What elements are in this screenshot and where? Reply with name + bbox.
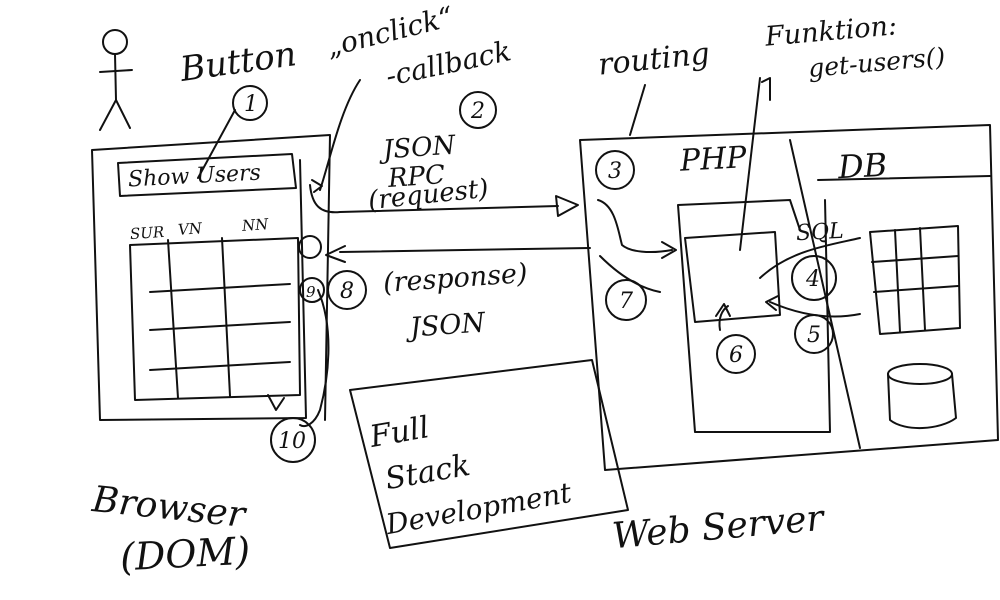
dom-label: (DOM) — [118, 528, 252, 580]
callback-loop-line — [299, 289, 330, 428]
callback-pointer-line — [319, 79, 361, 191]
step-7-number: 7 — [619, 289, 633, 314]
step-2-circle — [459, 91, 497, 129]
step-9-number: 9 — [306, 283, 316, 301]
step-1-number: 1 — [244, 92, 258, 117]
step-10-circle — [270, 417, 316, 463]
response-arrow — [339, 247, 591, 253]
db-label: DB — [837, 145, 889, 187]
db-table — [869, 225, 961, 335]
step-6-circle — [716, 334, 756, 374]
browser-window — [91, 134, 331, 421]
get-users-function-box — [684, 231, 781, 323]
step-8-number: 8 — [340, 279, 354, 304]
table-col-nn: NN — [241, 215, 269, 235]
table-col-sur: SUR — [129, 222, 165, 244]
request-arrow — [309, 184, 559, 214]
db-box — [817, 175, 991, 181]
step-markers — [232, 85, 837, 463]
routing-to-php-arrow — [597, 199, 673, 254]
step-5-circle — [794, 314, 834, 354]
step-4-number: 4 — [805, 267, 820, 292]
response-line2: JSON — [409, 307, 487, 344]
step-5-number: 5 — [807, 323, 821, 348]
db-cylinder — [887, 363, 957, 430]
step-3-circle — [595, 150, 635, 190]
button-pointer-line — [197, 109, 236, 179]
response-origin-circle — [298, 235, 322, 259]
sql-label: SQL — [795, 218, 845, 247]
step-numbers: 1 2 3 4 5 6 7 8 9 10 — [244, 92, 821, 454]
table-col-vn: VN — [177, 219, 203, 239]
user-stick-figure — [99, 29, 133, 131]
sql-query-arrow — [759, 237, 861, 279]
step-4-circle — [791, 255, 837, 301]
json-rpc-line1: JSON — [382, 130, 457, 166]
step-9-circle — [299, 277, 325, 303]
fullstack-box — [349, 359, 629, 549]
step-2-number: 2 — [470, 99, 485, 124]
step-6-number: 6 — [729, 343, 743, 368]
function-pointer-line — [739, 77, 761, 251]
step-3-number: 3 — [608, 159, 622, 184]
show-users-button-outline — [117, 153, 297, 197]
step-1-circle — [232, 85, 268, 121]
step-7-circle — [605, 279, 647, 321]
step-10-number: 10 — [278, 429, 306, 454]
php-response-arrow — [599, 255, 661, 293]
step-8-circle — [327, 270, 367, 310]
db-column-line — [789, 139, 861, 449]
webserver-box — [579, 124, 999, 471]
users-table — [129, 237, 301, 401]
php-label: PHP — [679, 140, 748, 179]
routing-pointer-line — [629, 84, 646, 136]
